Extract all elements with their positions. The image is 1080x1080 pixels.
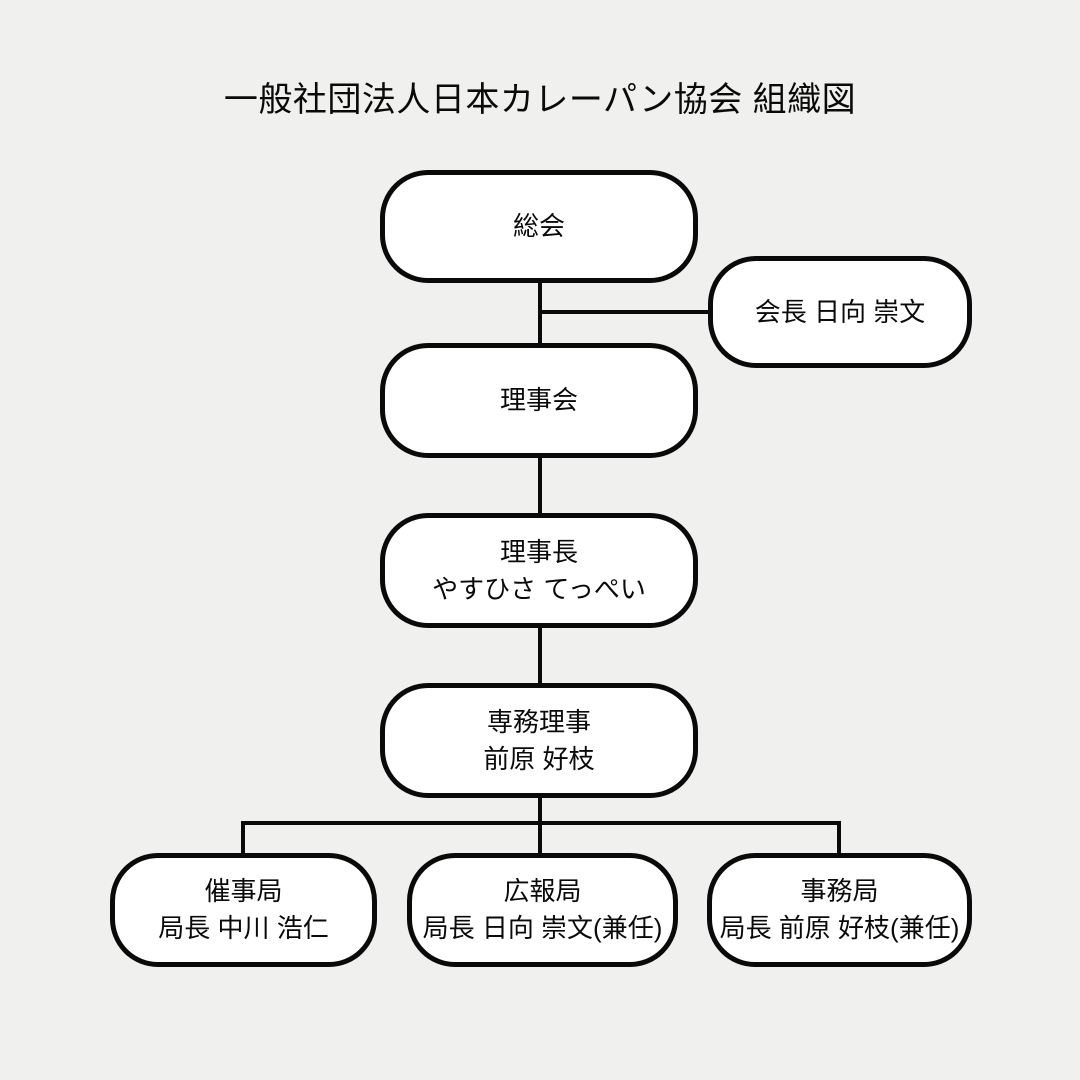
- node-pr-bureau: 広報局 局長 日向 崇文(兼任): [407, 853, 678, 967]
- node-board-label: 理事会: [499, 385, 578, 415]
- connector-exec-pr-bureau: [538, 797, 542, 854]
- node-executive-director-title: 専務理事: [486, 706, 591, 737]
- connector-president-exec: [538, 627, 542, 684]
- node-secretariat-chief: 局長 前原 好枝(兼任): [719, 913, 960, 943]
- node-pr-bureau-title: 広報局: [503, 876, 582, 906]
- node-secretariat-title: 事務局: [800, 876, 879, 906]
- node-president-title: 理事長: [499, 536, 578, 567]
- node-president: 理事長 やすひさ てっぺい: [380, 513, 698, 628]
- node-events-bureau-chief: 局長 中川 浩仁: [158, 913, 329, 943]
- node-pr-bureau-chief: 局長 日向 崇文(兼任): [422, 913, 663, 943]
- connector-bus-secretariat: [837, 821, 841, 854]
- node-chairman: 会長 日向 崇文: [708, 256, 972, 368]
- node-events-bureau-title: 催事局: [204, 876, 283, 906]
- node-board-of-directors: 理事会: [380, 343, 698, 458]
- connector-board-president: [538, 457, 542, 514]
- connector-bus-events: [241, 821, 245, 854]
- node-president-name: やすひさ てっぺい: [432, 573, 646, 604]
- connector-bottom-bus: [241, 821, 841, 825]
- node-general-assembly: 総会: [380, 170, 698, 283]
- page-title: 一般社団法人日本カレーパン協会 組織図: [223, 81, 857, 119]
- node-executive-director-name: 前原 好枝: [483, 743, 595, 774]
- connector-chairman-branch: [540, 310, 710, 314]
- node-events-bureau: 催事局 局長 中川 浩仁: [110, 853, 377, 967]
- node-general-assembly-label: 総会: [512, 211, 565, 241]
- node-secretariat: 事務局 局長 前原 好枝(兼任): [707, 853, 972, 967]
- node-chairman-label: 会長 日向 崇文: [754, 296, 926, 327]
- node-executive-director: 専務理事 前原 好枝: [380, 683, 698, 798]
